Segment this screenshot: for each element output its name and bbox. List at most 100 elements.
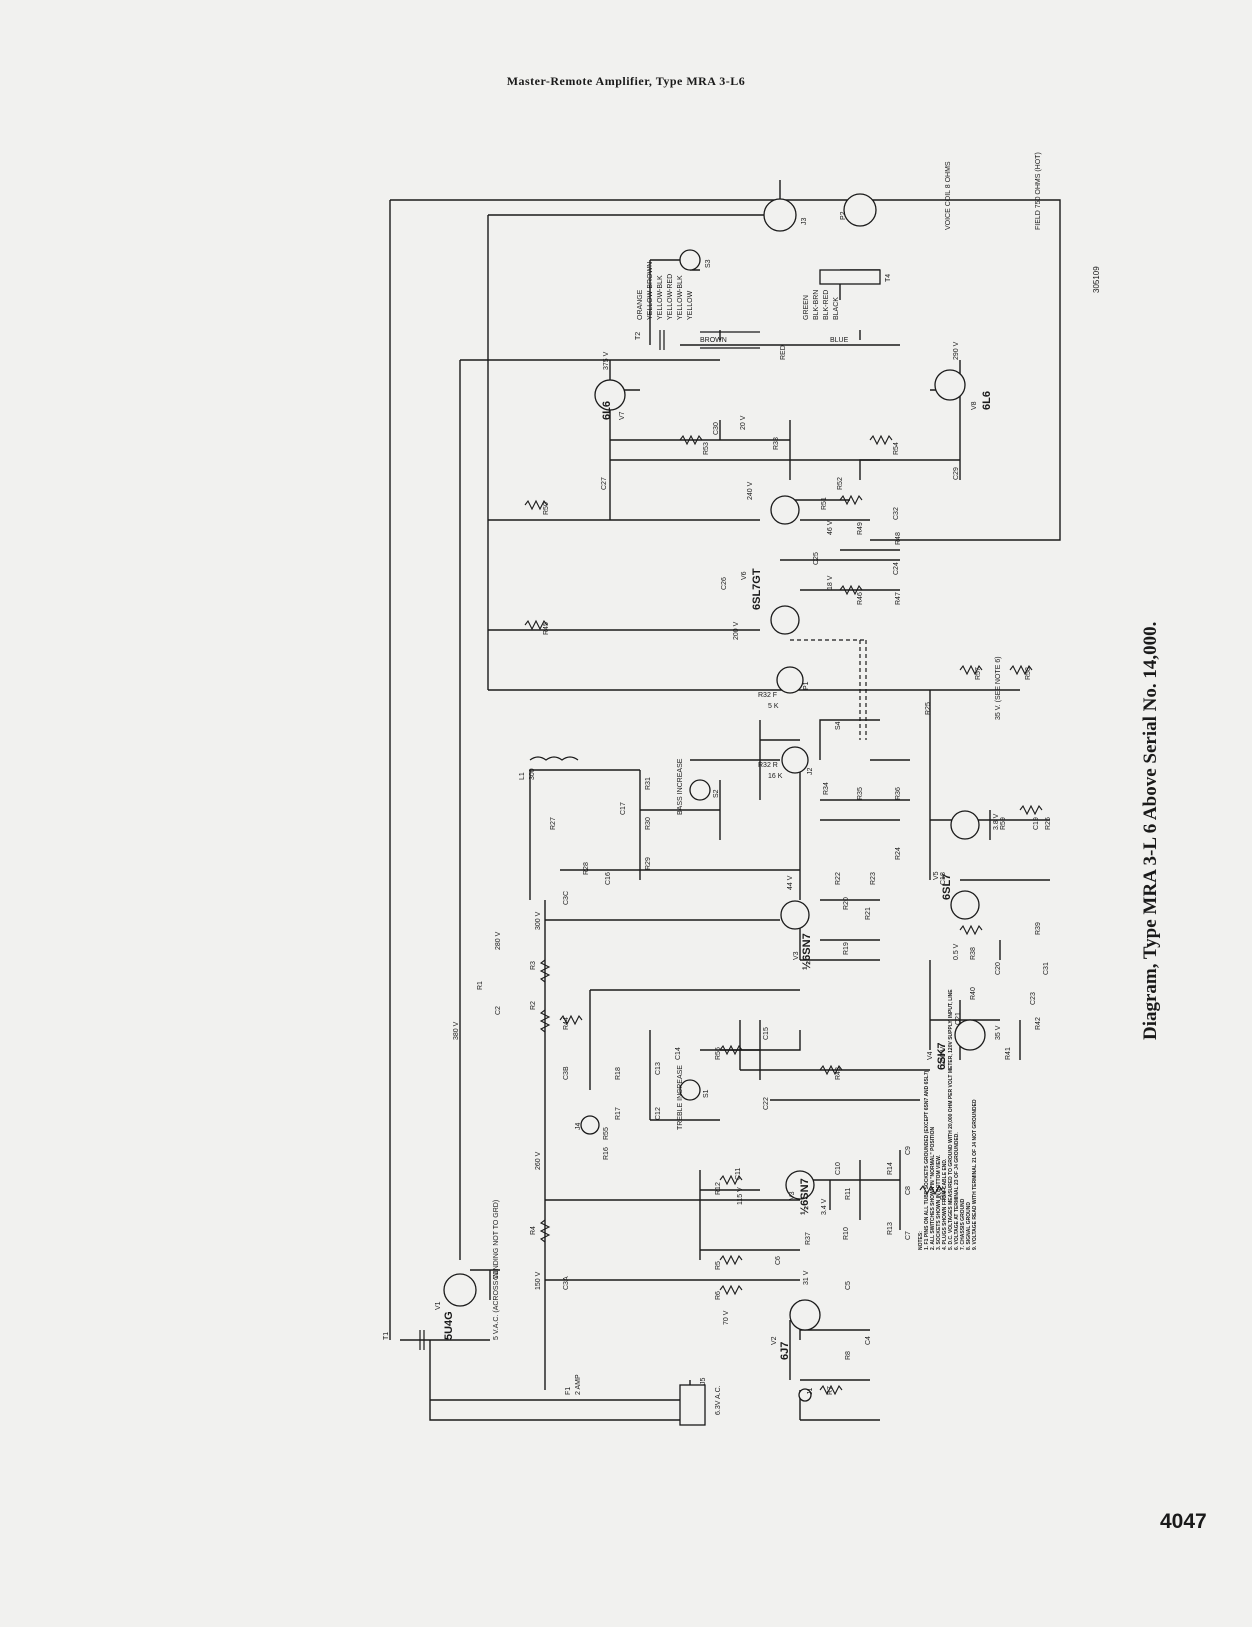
resistor-label: R24	[895, 847, 902, 860]
capacitor-label: C29	[953, 467, 960, 480]
voltage-label: 290 V	[953, 341, 960, 360]
plug-p1-label: P1	[803, 681, 810, 690]
resistor-label: R44	[563, 1017, 570, 1030]
capacitor-label: C30	[713, 422, 720, 435]
tube-v3a	[785, 1170, 815, 1200]
voltage-label: 3.4 V	[821, 1198, 828, 1215]
resistor-label: R5	[715, 1261, 722, 1270]
fuse-f1-rating: 2 AMP	[575, 1374, 582, 1395]
capacitor-label: C16	[605, 872, 612, 885]
voltage-label: 380 V	[453, 1021, 460, 1040]
resistor-label: R35	[857, 787, 864, 800]
resistor-label: R54	[893, 442, 900, 455]
capacitor-label: C32	[893, 507, 900, 520]
resistor-label: R6	[715, 1291, 722, 1300]
plug-p2-label: P2	[840, 211, 847, 220]
resistor-label: R58	[1025, 667, 1032, 680]
switch-s3	[679, 249, 701, 271]
t4-wire: BLACK	[833, 297, 840, 320]
t2-wire: ORANGE	[637, 289, 644, 320]
capacitor-label: C19	[1033, 817, 1040, 830]
rail-380v	[390, 199, 1061, 541]
treble-label: TREBLE INCREASE	[677, 1065, 684, 1130]
tube-v4	[954, 1019, 986, 1051]
tube-v5b	[950, 890, 980, 920]
resistor-label: R19	[843, 942, 850, 955]
capacitor-label: C6	[775, 1256, 782, 1265]
rail-b2	[488, 180, 781, 216]
t4-wire: BLK-BRN	[813, 290, 820, 320]
resistor-label: R37	[805, 1232, 812, 1245]
voltage-label: 3.8 V	[993, 813, 1000, 830]
resistor-label: R1	[477, 981, 484, 990]
tube-v4-ref: V4	[927, 1051, 934, 1060]
tube-v8-ref: V8	[971, 401, 978, 410]
tube-v2-ref: V2	[771, 1336, 778, 1345]
t2-wire: YELLOW-BLK	[657, 275, 664, 320]
transformer-t1-label: T1	[383, 1332, 390, 1340]
shielded-lead	[790, 639, 867, 740]
wire-blue: BLUE	[830, 337, 849, 344]
jack-j1-label: J1	[807, 1388, 814, 1396]
voltage-label: 260 V	[535, 1151, 542, 1170]
resistor-label: R40	[970, 987, 977, 1000]
resistor-label: R4	[530, 1226, 537, 1235]
resistor-label: R45	[543, 622, 550, 635]
switch-s3-label: S3	[705, 259, 712, 268]
wire-brown: BROWN	[700, 337, 727, 344]
capacitor-label: C14	[675, 1047, 682, 1060]
resistor-label: R3	[530, 961, 537, 970]
tube-v1-type: 5U4G	[443, 1311, 455, 1340]
connector-j3	[763, 198, 797, 232]
capacitor-label: C18	[940, 872, 947, 885]
voltage-label: 200 V	[733, 621, 740, 640]
terminal-t4-label: T4	[885, 274, 892, 282]
capacitor-label: C21	[955, 1012, 962, 1025]
resistor-label: R49	[857, 522, 864, 535]
capacitor-label: C8	[905, 1186, 912, 1195]
voltage-label: 35 V. (SEE NOTE 6)	[995, 656, 1002, 720]
capacitor-label: C9	[905, 1146, 912, 1155]
tube-v3a-ref: V3	[789, 1191, 796, 1200]
note-item: 9. VOLTAGE READ WITH TERMINAL 21 OF J4 N…	[972, 1099, 978, 1250]
tube-v3b-ref: V3	[793, 951, 800, 960]
resistor-label: R30	[645, 817, 652, 830]
tube-v3a-type: ½6SN7	[799, 1178, 811, 1215]
resistor-label: R50	[543, 502, 550, 515]
connector-j2	[781, 746, 809, 774]
voltage-label: 46 V	[827, 520, 834, 535]
voltage-label: 35 V	[995, 1025, 1002, 1040]
capacitor-label: C27	[601, 477, 608, 490]
tube-v6a	[770, 495, 800, 525]
voltage-label: 31 V	[803, 1270, 810, 1285]
voltage-label: 44 V	[787, 875, 794, 890]
switch-s1-label: S1	[703, 1089, 710, 1098]
capacitor-label: C2	[495, 1006, 502, 1015]
tube-v1-ref: V1	[435, 1301, 442, 1310]
tube-v5-type: 6SL7	[941, 874, 953, 900]
tube-v8	[934, 369, 966, 401]
resistor-label: R7	[827, 1386, 834, 1395]
resistor-label: R56	[715, 1047, 722, 1060]
resistor-label: R46	[857, 592, 864, 605]
resistor-label: R22	[835, 872, 842, 885]
voltage-label: 375 V	[603, 351, 610, 370]
capacitor-label: C3C	[563, 891, 570, 905]
resistor-label: R27	[550, 817, 557, 830]
ac-input-label: 6.3V A.C.	[715, 1385, 722, 1415]
jack-j2-label: J2	[807, 768, 814, 776]
switch-s4-label: S4	[835, 721, 842, 730]
capacitor-label: C10	[835, 1162, 842, 1175]
tube-v2	[789, 1299, 821, 1331]
resistor-label: R31	[645, 777, 652, 790]
resistor-label: R59	[1000, 817, 1007, 830]
resistor-label: R29	[645, 857, 652, 870]
capacitor-label: C13	[655, 1062, 662, 1075]
tube-v4-type: 6SK7	[936, 1042, 948, 1070]
capacitor-label: C26	[721, 577, 728, 590]
resistor-label: R41	[1005, 1047, 1012, 1060]
resistor-label: R20	[843, 897, 850, 910]
connector-p1	[776, 666, 804, 694]
resistor-label: R33	[773, 437, 780, 450]
voltage-label: 0.5 V	[953, 943, 960, 960]
